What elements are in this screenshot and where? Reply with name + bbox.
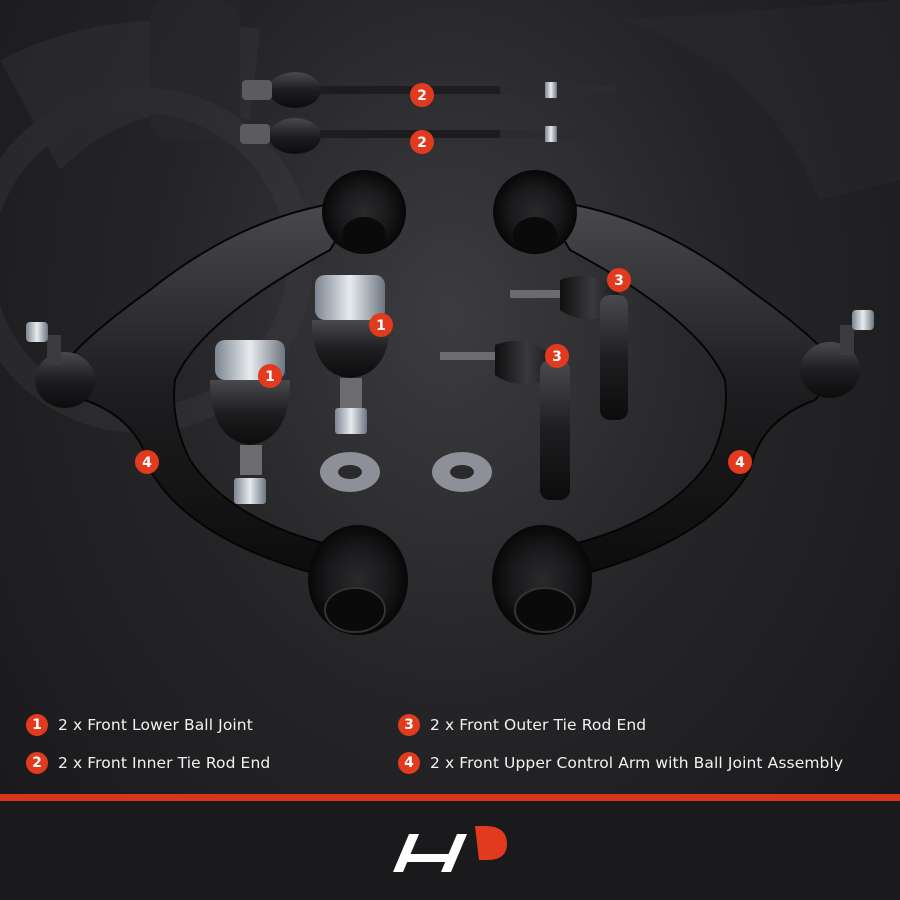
legend-item-2: 2 2 x Front Inner Tie Rod End xyxy=(26,750,270,776)
callout-1-left-text: 1 xyxy=(265,369,275,385)
washer-right xyxy=(432,452,492,492)
legend-number-badge: 1 xyxy=(26,714,48,736)
callout-1-right: 1 xyxy=(369,313,393,337)
callout-1-left: 1 xyxy=(258,364,282,388)
callout-3-bottom-text: 3 xyxy=(552,349,562,365)
callout-3-bottom: 3 xyxy=(545,344,569,368)
product-photo: 2 2 1 1 3 3 4 4 xyxy=(0,20,874,635)
callout-2-bottom-text: 2 xyxy=(417,135,427,151)
callout-4-right: 4 xyxy=(728,450,752,474)
lower-ball-joint-left xyxy=(210,340,290,504)
arm-bushing-left-top xyxy=(322,170,406,254)
legend-label: 2 x Front Lower Ball Joint xyxy=(58,716,253,734)
legend-item-1: 1 2 x Front Lower Ball Joint xyxy=(26,712,253,738)
arm-bushing-right-bottom xyxy=(492,525,592,635)
brand-logo xyxy=(393,826,507,872)
legend-number-badge: 2 xyxy=(26,752,48,774)
callout-2-top-text: 2 xyxy=(417,88,427,104)
upper-control-arm-left xyxy=(26,170,408,635)
callout-3-top: 3 xyxy=(607,268,631,292)
arm-ball-joint-right xyxy=(800,310,874,398)
lower-ball-joint-right xyxy=(312,275,390,434)
parts-legend: 1 2 x Front Lower Ball Joint 2 2 x Front… xyxy=(0,700,900,790)
footer-bar xyxy=(0,801,900,900)
legend-number-badge: 3 xyxy=(398,714,420,736)
callout-4-left-text: 4 xyxy=(142,455,152,471)
legend-number-badge: 4 xyxy=(398,752,420,774)
legend-label: 2 x Front Upper Control Arm with Ball Jo… xyxy=(430,754,844,772)
callout-4-left: 4 xyxy=(135,450,159,474)
upper-control-arm-right xyxy=(492,170,874,635)
arm-ball-joint-left xyxy=(26,322,95,408)
arm-bushing-left-bottom xyxy=(308,525,408,635)
callout-2-top: 2 xyxy=(410,83,434,107)
accent-divider xyxy=(0,794,900,801)
callout-4-right-text: 4 xyxy=(735,455,745,471)
legend-item-4: 4 2 x Front Upper Control Arm with Ball … xyxy=(398,750,843,776)
legend-label: 2 x Front Outer Tie Rod End xyxy=(430,716,647,734)
callout-1-right-text: 1 xyxy=(376,318,386,334)
outer-tie-rod-end-rear xyxy=(510,276,628,420)
arm-bushing-right-top xyxy=(493,170,577,254)
legend-label: 2 x Front Inner Tie Rod End xyxy=(58,754,271,772)
washer-left xyxy=(320,452,380,492)
legend-item-3: 3 2 x Front Outer Tie Rod End xyxy=(398,712,646,738)
callout-2-bottom: 2 xyxy=(410,130,434,154)
callout-3-top-text: 3 xyxy=(614,273,624,289)
outer-tie-rod-end-front xyxy=(440,341,570,500)
